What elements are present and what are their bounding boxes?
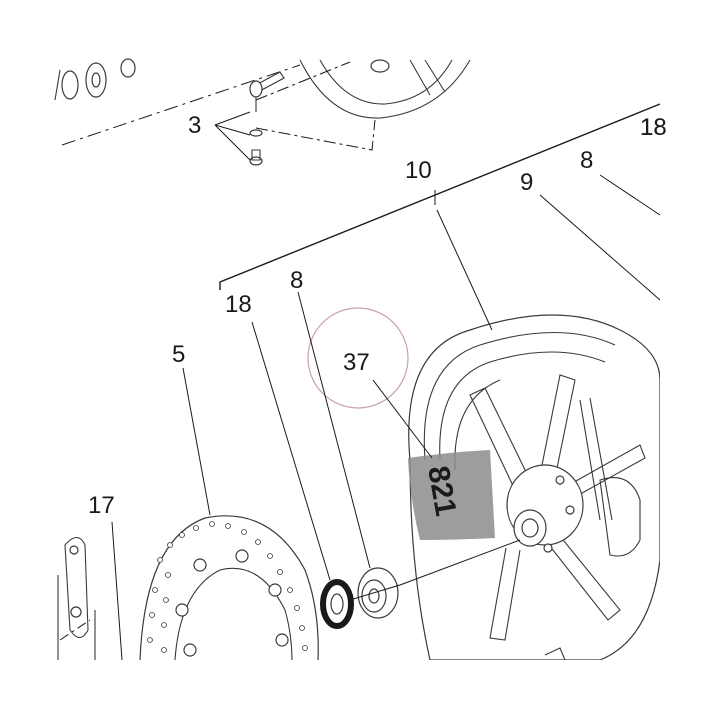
assembly-bracket (219, 103, 661, 290)
callout-labels: 3 10 9 8 18 18 8 5 37 17 (88, 112, 667, 519)
callout-5: 5 (172, 341, 185, 368)
rim-decal: 821 (408, 450, 495, 540)
disc-holes (147, 521, 308, 653)
callout-18: 18 (225, 291, 252, 318)
disc-carrier-bolts (175, 549, 289, 657)
wheel-hub (506, 464, 641, 661)
leader-lines (111, 174, 661, 661)
highlight-circle (307, 307, 409, 409)
brake-disc (139, 515, 319, 661)
callout-37: 37 (343, 349, 370, 376)
valve-stem (249, 71, 285, 166)
spacer-parts-top-left (54, 58, 136, 101)
oil-seal (320, 579, 354, 629)
callout-10: 10 (405, 157, 432, 184)
upper-wheel-assembly (54, 58, 471, 166)
callout-9: 9 (520, 169, 533, 196)
bearing (357, 567, 399, 619)
chain-adjuster (57, 536, 96, 660)
callout-8-top: 8 (580, 147, 593, 174)
callout-3: 3 (188, 112, 201, 139)
callout-17: 17 (88, 492, 115, 519)
callout-8: 8 (290, 267, 303, 294)
wheel-rim: 821 (408, 314, 661, 661)
callout-18-top-clipped: 18 (640, 114, 667, 141)
